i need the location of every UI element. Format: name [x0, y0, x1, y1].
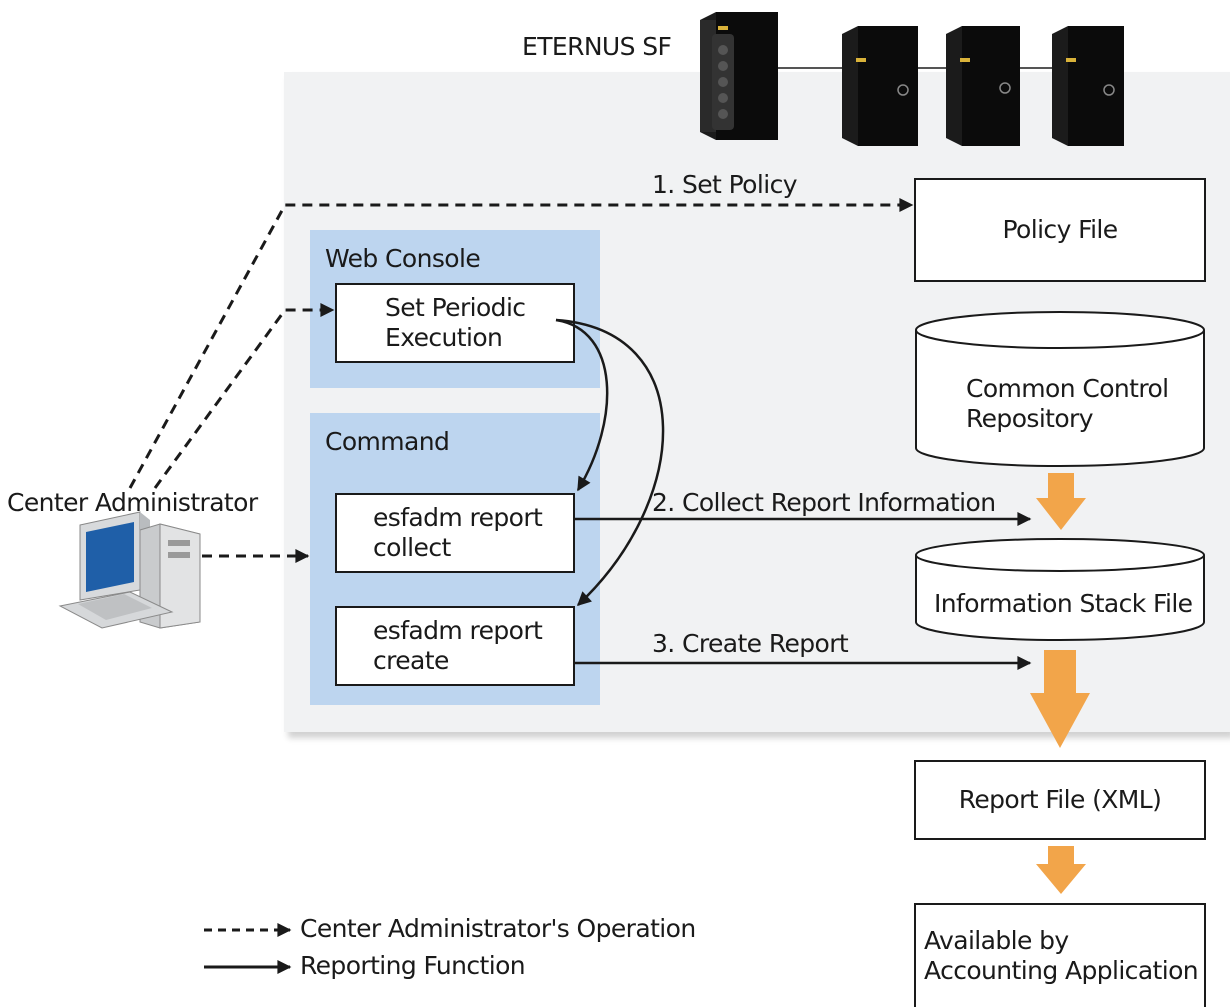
set-periodic-execution-box[interactable]: Set Periodic Execution — [335, 283, 575, 363]
repository-label: Common Control Repository — [966, 374, 1169, 433]
web-console-title: Web Console — [325, 244, 481, 273]
repository-cylinder — [915, 311, 1205, 467]
collect-command-box[interactable]: esfadm report collect — [335, 493, 575, 573]
report-file-box: Report File (XML) — [914, 760, 1206, 840]
create-line2: create — [373, 646, 449, 675]
collect-line1: esfadm report — [373, 503, 543, 532]
flow-arrow-1 — [1036, 473, 1086, 530]
step-collect: 2. Collect Report Information — [652, 488, 996, 517]
set-periodic-line1: Set Periodic — [385, 293, 526, 322]
set-periodic-line2: Execution — [385, 323, 503, 352]
available-line1: Available by — [924, 926, 1069, 955]
step-set-policy: 1. Set Policy — [652, 170, 798, 199]
create-command-box[interactable]: esfadm report create — [335, 606, 575, 686]
curve-to-collect — [555, 318, 609, 492]
legend-dashed-label: Center Administrator's Operation — [300, 914, 696, 943]
server-3-icon — [1052, 26, 1124, 146]
flow-arrow-3 — [1036, 846, 1086, 894]
set-policy-dashed-arrow — [128, 198, 914, 489]
accounting-application-box: Available by Accounting Application — [914, 903, 1206, 1007]
flow-arrow-2 — [1030, 650, 1090, 748]
info-stack-label: Information Stack File — [934, 589, 1193, 618]
server-2-icon — [946, 26, 1020, 146]
info-stack-cylinder — [915, 538, 1205, 641]
collect-line2: collect — [373, 533, 451, 562]
legend-solid-label: Reporting Function — [300, 951, 526, 980]
center-administrator-label: Center Administrator — [7, 488, 258, 517]
curve-to-create — [555, 318, 665, 606]
server-main-icon — [700, 12, 778, 140]
create-line1: esfadm report — [373, 616, 543, 645]
policy-file-box: Policy File — [914, 178, 1206, 282]
set-periodic-dashed-arrow — [153, 303, 335, 489]
system-label: ETERNUS SF — [522, 32, 672, 61]
available-line2: Accounting Application — [924, 956, 1199, 985]
computer-icon — [58, 511, 201, 629]
step-create: 3. Create Report — [652, 629, 849, 658]
server-1-icon — [842, 26, 918, 146]
command-title: Command — [325, 427, 450, 456]
